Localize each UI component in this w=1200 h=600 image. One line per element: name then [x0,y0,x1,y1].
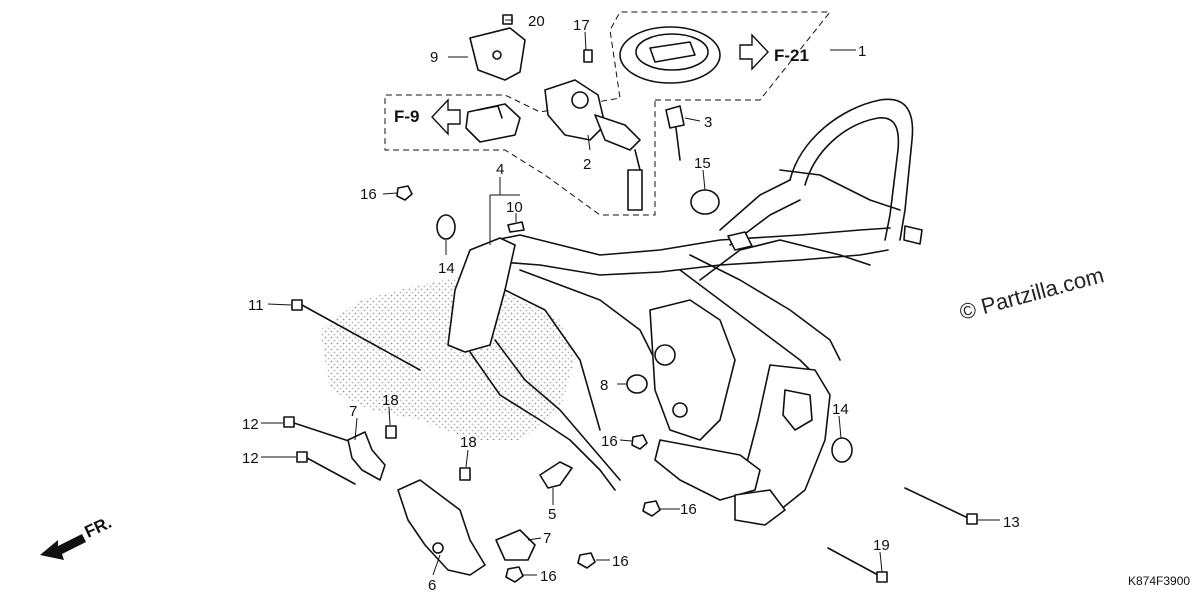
engine-stipple-area [320,275,575,440]
callout-16-c: 16 [680,501,697,518]
key-3[interactable] [665,105,685,161]
callout-16-a: 16 [360,186,377,203]
callout-3: 3 [704,114,712,131]
callout-19: 19 [873,537,890,554]
frame-body[interactable] [447,98,923,526]
callout-4: 4 [496,161,504,178]
callout-17: 17 [573,17,590,34]
callout-7-upper: 7 [349,403,357,420]
front-direction-arrow [40,534,86,560]
callout-numbers: 1 2 3 4 5 6 7 7 8 9 10 11 12 12 13 14 14… [242,13,1020,594]
screw-17[interactable] [583,49,593,63]
ref-label-f9: F-9 [394,107,420,126]
bolt-12-lower[interactable] [296,451,356,485]
callout-1: 1 [858,43,866,60]
bolt-18-upper[interactable] [385,425,397,439]
callout-14-upper: 14 [438,260,455,277]
watermark: © Partzilla.com [957,262,1107,325]
ref-arrow-f9 [431,98,461,136]
callout-16-b: 16 [601,433,618,450]
bolt-11[interactable] [291,299,421,371]
callout-11: 11 [248,297,264,314]
collar-15[interactable] [690,189,720,215]
nut-16-c[interactable] [642,500,661,517]
callout-16-d: 16 [612,553,629,570]
holder-5[interactable] [539,461,573,489]
callout-18-lower: 18 [460,434,477,451]
fuel-cap-assembly[interactable] [619,26,721,84]
callout-6: 6 [428,577,436,594]
bolt-18-lower[interactable] [459,467,471,481]
leader-lines [261,19,1000,576]
bracket-7-lower[interactable] [495,529,536,561]
nut-16-a[interactable] [396,185,413,201]
nut-16-d[interactable] [577,552,596,569]
bracket-7-upper[interactable] [347,431,386,481]
ignition-group-box [384,11,832,216]
callout-12-upper: 12 [242,416,259,433]
nut-16-e[interactable] [505,566,524,583]
diagram-code: K874F3900 [1128,574,1190,588]
washer-14-upper[interactable] [436,214,456,240]
callout-2: 2 [583,156,591,173]
bolt-13[interactable] [904,487,978,525]
ref-label-f21: F-21 [774,46,809,65]
callout-9: 9 [430,49,438,66]
nut-16-b[interactable] [631,434,648,450]
collar-8[interactable] [626,374,648,394]
front-direction-label: FR. [82,513,115,542]
callout-15: 15 [694,155,711,172]
callout-12-lower: 12 [242,450,259,467]
callout-7-lower: 7 [543,530,551,547]
callout-16-e: 16 [540,568,557,585]
callout-13: 13 [1003,514,1020,531]
skid-plate-6[interactable] [397,479,486,576]
callout-18-upper: 18 [382,392,399,409]
callout-5: 5 [548,506,556,523]
ignition-switch[interactable] [544,79,643,211]
ref-arrow-f21 [739,33,769,71]
storage-box[interactable] [465,103,521,143]
washer-14-lower[interactable] [831,437,853,463]
callout-8: 8 [600,377,608,394]
bracket-9[interactable] [469,27,526,81]
callout-14-lower: 14 [832,401,849,418]
callout-20: 20 [528,13,545,30]
callout-10: 10 [506,199,523,216]
clip-10[interactable] [507,221,525,233]
